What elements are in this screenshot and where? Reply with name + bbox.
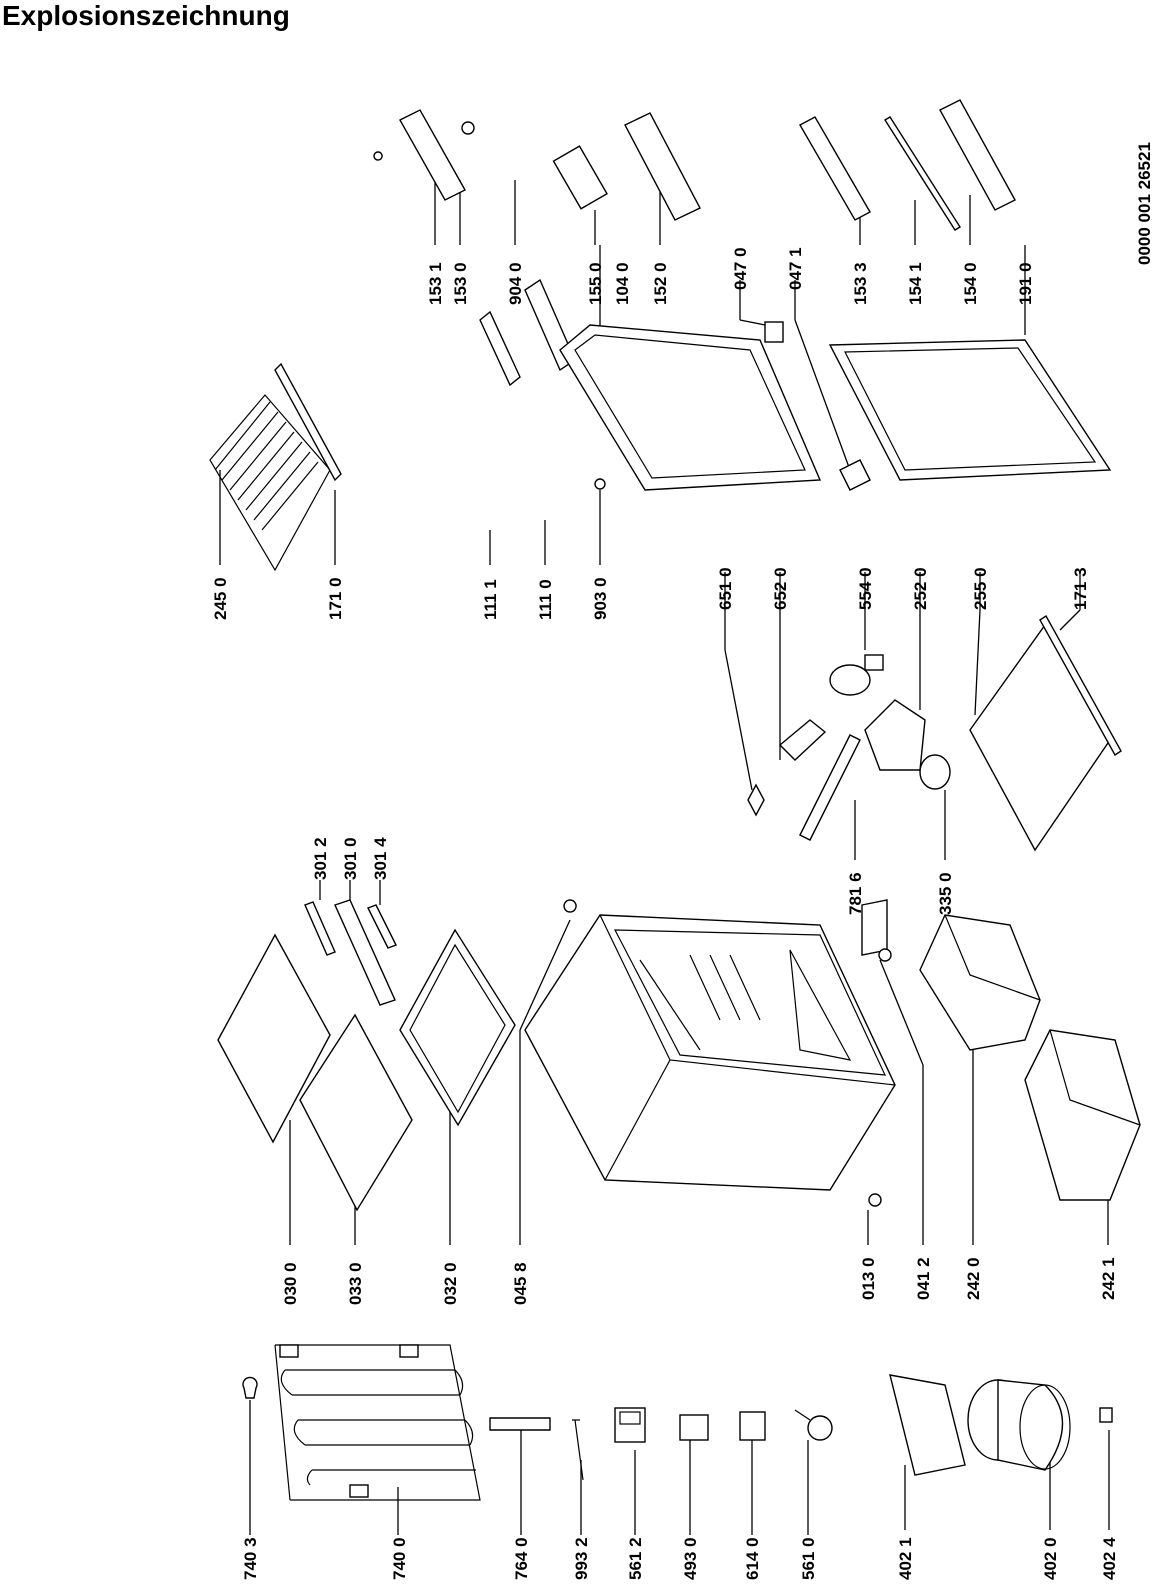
part-561-0 (807, 1415, 833, 1441)
part-402-4 (1099, 1407, 1113, 1423)
label-904-0: 904 0 (506, 262, 525, 305)
part-041-2 (878, 948, 892, 962)
part-cabinet (524, 914, 896, 1191)
label-152-0: 152 0 (651, 262, 670, 305)
part-651-0 (747, 783, 765, 817)
part-047-0 (764, 321, 784, 343)
label-047-1: 047 1 (786, 247, 805, 290)
label-335-0: 335 0 (936, 872, 955, 915)
label-764-0: 764 0 (512, 1537, 531, 1580)
part-335-0 (919, 754, 951, 790)
leader-lines (219, 180, 1110, 1535)
label-030-0: 030 0 (281, 1262, 300, 1305)
part-drawings (209, 99, 1141, 1501)
part-045-8-screw (563, 899, 577, 913)
label-032-0: 032 0 (441, 1262, 460, 1305)
part-191-0 (828, 339, 1112, 481)
label-614-0: 614 0 (743, 1537, 762, 1580)
label-554-0: 554 0 (856, 567, 875, 610)
label-402-1: 402 1 (896, 1537, 915, 1580)
part-740-3 (242, 1376, 258, 1399)
label-651-0: 651 0 (716, 567, 735, 610)
label-242-1: 242 1 (1099, 1257, 1118, 1300)
label-171-0: 171 0 (326, 577, 345, 620)
part-013-0 (868, 1193, 882, 1207)
label-154-1: 154 1 (906, 262, 925, 305)
label-111-1: 111 1 (481, 579, 500, 620)
part-153-1 (373, 151, 383, 161)
part-154-1 (884, 116, 961, 231)
part-652-0 (778, 719, 827, 761)
part-301-0 (334, 899, 396, 1006)
label-033-0: 033 0 (346, 1262, 365, 1305)
label-013-0: 013 0 (859, 1257, 878, 1300)
label-154-0: 154 0 (961, 262, 980, 305)
label-301-4: 301 4 (371, 837, 390, 880)
part-252-0 (864, 699, 926, 771)
label-252-0: 252 0 (911, 567, 930, 610)
label-041-2: 041 2 (914, 1257, 933, 1300)
part-903-0 (594, 478, 606, 490)
label-561-0: 561 0 (799, 1537, 818, 1580)
part-242-0 (919, 914, 1041, 1051)
part-030-0 (217, 933, 331, 1144)
part-301-2 (304, 901, 336, 956)
part-255-0 (969, 623, 1111, 852)
part-152-0 (624, 112, 701, 221)
label-255-0: 255 0 (971, 567, 990, 610)
part-301-4 (367, 904, 397, 949)
label-903-0: 903 0 (591, 577, 610, 620)
part-993-2 (572, 1419, 584, 1481)
label-153-0: 153 0 (451, 262, 470, 305)
part-hinge (861, 899, 888, 956)
part-171-0 (274, 362, 342, 482)
label-045-8: 045 8 (511, 1262, 530, 1305)
part-032-0 (399, 928, 516, 1127)
label-561-2: 561 2 (626, 1537, 645, 1580)
label-153-3: 153 3 (851, 262, 870, 305)
label-402-0: 402 0 (1041, 1537, 1060, 1580)
label-993-2: 993 2 (572, 1537, 591, 1580)
page-title: Explosionszeichnung (2, 0, 290, 31)
label-191-0: 191 0 (1016, 262, 1035, 305)
part-402-1 (889, 1374, 966, 1476)
label-493-0: 493 0 (681, 1537, 700, 1580)
label-171-3: 171 3 (1071, 567, 1090, 610)
part-153-0 (399, 109, 466, 201)
part-740-0 (274, 1344, 481, 1501)
part-171-3 (1039, 614, 1122, 757)
label-301-0: 301 0 (341, 837, 360, 880)
label-153-1: 153 1 (426, 262, 445, 305)
label-245-0: 245 0 (211, 577, 230, 620)
part-781-6 (799, 734, 861, 841)
label-652-0: 652 0 (771, 567, 790, 610)
part-402-0 (967, 1379, 1071, 1471)
part-154-0 (939, 99, 1016, 211)
part-764-0 (489, 1417, 551, 1431)
part-104-0 (559, 324, 822, 491)
part-033-0 (299, 1013, 413, 1212)
label-104-0: 104 0 (613, 262, 632, 305)
label-111-0: 111 0 (536, 579, 555, 620)
part-153-3 (799, 116, 871, 221)
part-614-0 (739, 1411, 766, 1441)
part-493-0 (679, 1414, 709, 1441)
label-781-6: 781 6 (846, 872, 865, 915)
label-242-0: 242 0 (964, 1257, 983, 1300)
part-155-0 (552, 145, 608, 210)
part-111-1 (479, 310, 521, 387)
label-402-4: 402 4 (1100, 1537, 1119, 1580)
part-labels: 740 3 740 0 764 0 993 2 561 2 493 0 614 … (211, 142, 1154, 1580)
part-554-0 (829, 664, 871, 696)
part-242-1 (1024, 1029, 1141, 1201)
label-047-0: 047 0 (731, 247, 750, 290)
label-155-0: 155 0 (586, 262, 605, 305)
label-301-2: 301 2 (311, 837, 330, 880)
document-number: 0000 001 26521 (1135, 142, 1154, 265)
part-904-0 (461, 121, 475, 135)
label-740-3: 740 3 (241, 1537, 260, 1580)
label-740-0: 740 0 (390, 1537, 409, 1580)
part-047-1 (839, 459, 871, 491)
